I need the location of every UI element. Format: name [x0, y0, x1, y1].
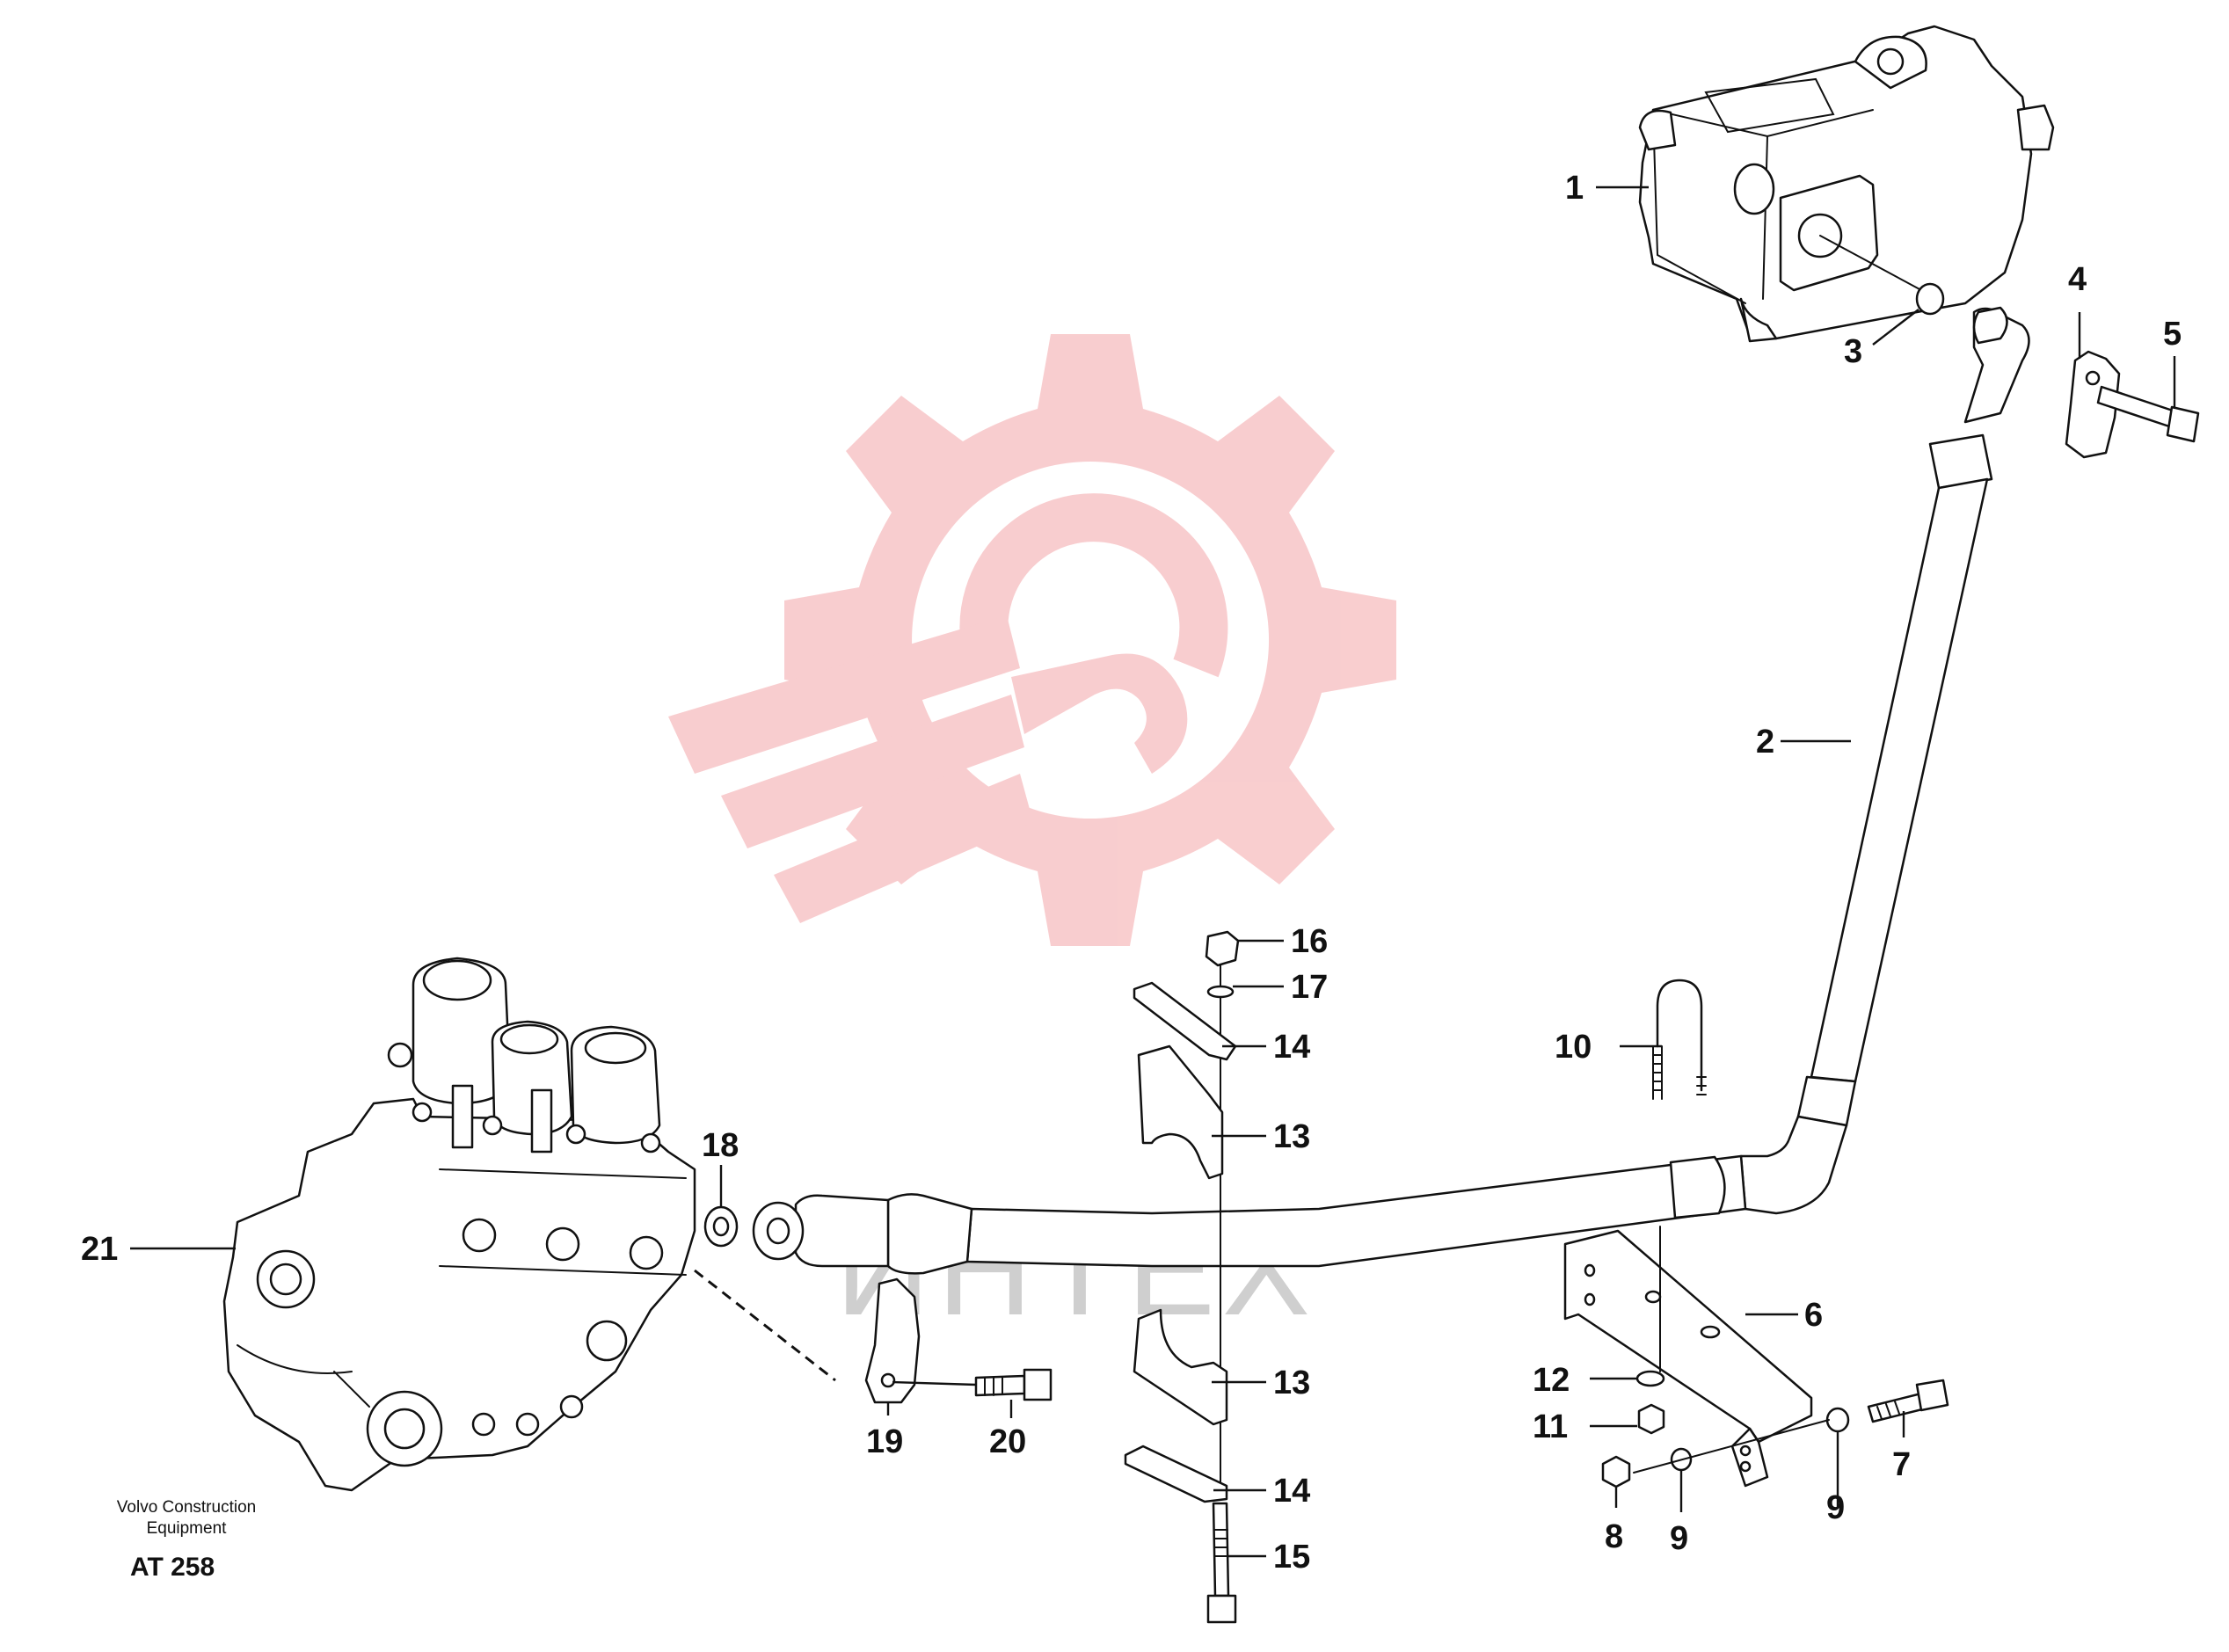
bracket-part-6: [1563, 1229, 1813, 1488]
callout-6: 6: [1804, 1297, 1823, 1334]
callout-1: 1: [1565, 170, 1584, 207]
u-bolt-part-10: [1652, 979, 1707, 1100]
pump-part-1: [1638, 25, 2055, 343]
callout-18: 18: [702, 1127, 739, 1164]
callout-19: 19: [866, 1423, 903, 1460]
bolt-part-5: [2096, 385, 2200, 443]
bolt-part-20: [974, 1368, 1053, 1401]
callout-13-bottom: 13: [1273, 1365, 1310, 1401]
callout-14-top: 14: [1273, 1029, 1310, 1066]
callout-21: 21: [81, 1231, 118, 1268]
washer-part-12: [1635, 1370, 1665, 1387]
drawing-caption: Volvo Construction Equipment AT 258: [117, 1498, 256, 1582]
washer-part-9-right: [1825, 1407, 1850, 1433]
o-ring-part-3: [1915, 282, 1945, 316]
flange-part-19: [864, 1277, 921, 1404]
callout-15: 15: [1273, 1539, 1310, 1576]
callout-14-bottom: 14: [1273, 1473, 1310, 1510]
bolt-part-7: [1867, 1379, 1949, 1423]
callout-9-left: 9: [1670, 1520, 1688, 1557]
callout-20: 20: [989, 1423, 1026, 1460]
callout-11: 11: [1533, 1408, 1568, 1445]
callout-labels: 1 2 3 4 5 6 7 8 9 9 10 11 12 13 13 14 14…: [81, 170, 2182, 1576]
drawing-code: AT 258: [130, 1553, 215, 1582]
nut-part-11: [1637, 1403, 1665, 1435]
callout-13-top: 13: [1273, 1118, 1310, 1155]
watermark-gear-logo: [668, 334, 1396, 946]
clamp-assembly: [1124, 930, 1240, 1624]
hose-part-2: [752, 306, 2030, 1275]
callout-10: 10: [1555, 1029, 1592, 1066]
leader-lines: [130, 186, 2176, 1558]
callout-4: 4: [2068, 261, 2087, 298]
nut-part-8: [1601, 1455, 1631, 1488]
callout-16: 16: [1291, 923, 1328, 960]
callout-17: 17: [1291, 969, 1328, 1006]
callout-2: 2: [1756, 724, 1774, 761]
caption-line-1: Volvo Construction: [117, 1498, 256, 1517]
control-valve-part-21: [222, 957, 696, 1492]
callout-5: 5: [2163, 316, 2182, 353]
flange-part-4: [2065, 350, 2121, 459]
callout-3: 3: [1844, 333, 1862, 370]
o-ring-part-18: [703, 1205, 739, 1248]
callout-12: 12: [1533, 1362, 1570, 1399]
callout-7: 7: [1892, 1446, 1911, 1483]
callout-8: 8: [1605, 1518, 1623, 1555]
caption-line-2: Equipment: [147, 1519, 228, 1538]
callout-9-right: 9: [1826, 1489, 1845, 1526]
